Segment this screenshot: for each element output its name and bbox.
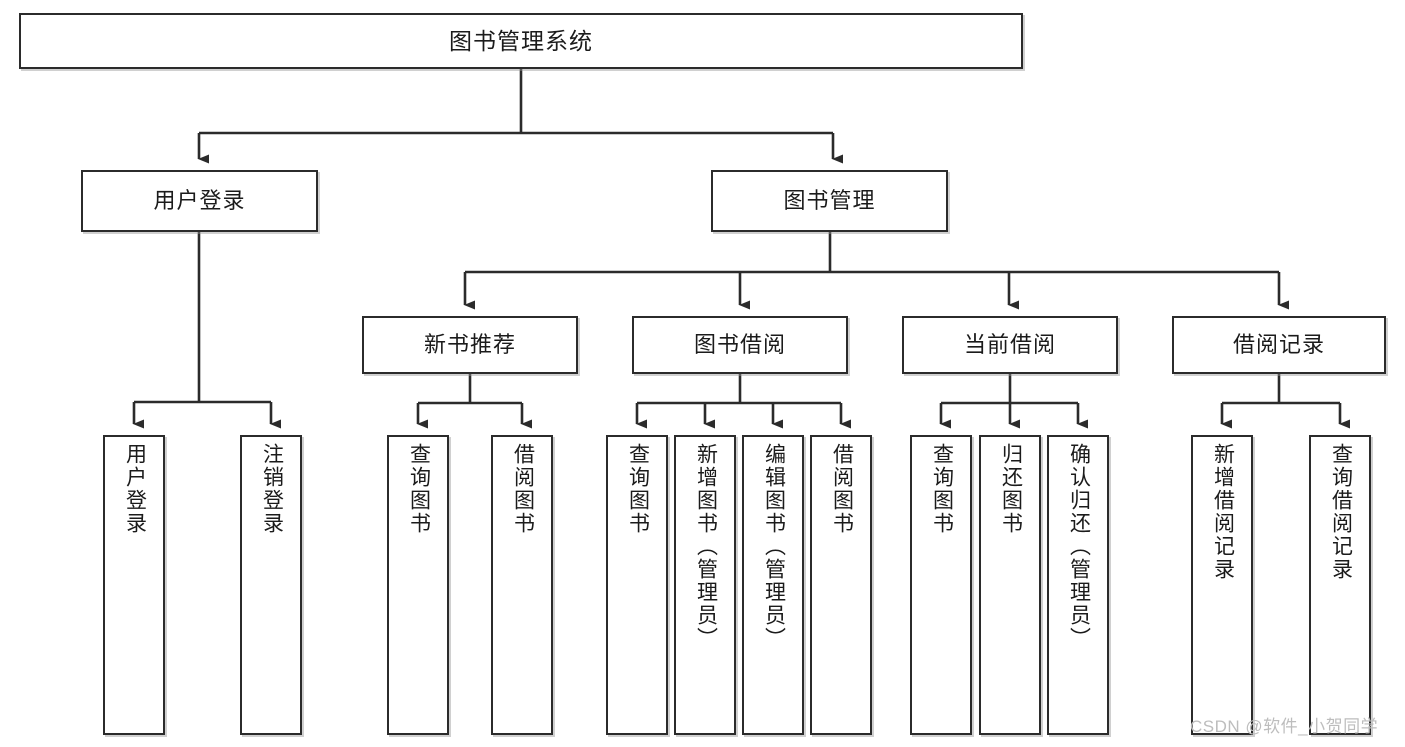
node-label: 新书推荐 [423, 332, 516, 358]
node-leaf-query-book-3[interactable]: 查询图书 [910, 435, 972, 735]
node-label: 当前借阅 [963, 332, 1056, 358]
node-label: 用户登录 [153, 188, 246, 214]
node-leaf-user-login[interactable]: 用户登录 [103, 435, 165, 735]
node-label: 查询图书 [930, 443, 954, 535]
node-label: 图书管理 [783, 188, 876, 214]
node-leaf-edit-book[interactable]: 编辑图书（管理员） [742, 435, 804, 735]
node-leaf-confirm-return[interactable]: 确认归还（管理员） [1047, 435, 1109, 735]
node-current-borrow[interactable]: 当前借阅 [902, 316, 1118, 374]
node-book-borrow[interactable]: 图书借阅 [632, 316, 848, 374]
node-label: 用户登录 [123, 443, 147, 535]
node-label: 查询图书 [407, 443, 431, 535]
node-leaf-borrow-book-1[interactable]: 借阅图书 [491, 435, 553, 735]
node-leaf-user-logout[interactable]: 注销登录 [240, 435, 302, 735]
csdn-watermark: CSDN @软件_小贺同学 [1190, 717, 1379, 736]
node-label: 查询借阅记录 [1329, 443, 1353, 581]
node-leaf-return-book[interactable]: 归还图书 [979, 435, 1041, 735]
node-leaf-query-book-1[interactable]: 查询图书 [387, 435, 449, 735]
node-leaf-query-book-2[interactable]: 查询图书 [606, 435, 668, 735]
node-label: 编辑图书（管理员） [762, 443, 786, 650]
node-leaf-borrow-book-2[interactable]: 借阅图书 [810, 435, 872, 735]
node-label: 归还图书 [999, 443, 1023, 535]
node-label: 借阅图书 [830, 443, 854, 535]
node-book-management[interactable]: 图书管理 [711, 170, 948, 232]
node-label: 借阅记录 [1232, 332, 1325, 358]
node-label: 图书借阅 [693, 332, 786, 358]
node-user-login[interactable]: 用户登录 [81, 170, 318, 232]
node-label: 确认归还（管理员） [1067, 443, 1091, 650]
node-leaf-add-book[interactable]: 新增图书（管理员） [674, 435, 736, 735]
node-new-book-recommend[interactable]: 新书推荐 [362, 316, 578, 374]
node-label: 注销登录 [260, 443, 284, 535]
node-leaf-query-borrow-record[interactable]: 查询借阅记录 [1309, 435, 1371, 735]
node-label: 借阅图书 [511, 443, 535, 535]
node-label: 新增借阅记录 [1211, 443, 1235, 581]
node-label: 查询图书 [626, 443, 650, 535]
node-borrow-record[interactable]: 借阅记录 [1172, 316, 1386, 374]
node-label: 新增图书（管理员） [694, 443, 718, 650]
node-label: 图书管理系统 [449, 27, 593, 54]
node-leaf-add-borrow-record[interactable]: 新增借阅记录 [1191, 435, 1253, 735]
node-root-system[interactable]: 图书管理系统 [19, 13, 1023, 69]
